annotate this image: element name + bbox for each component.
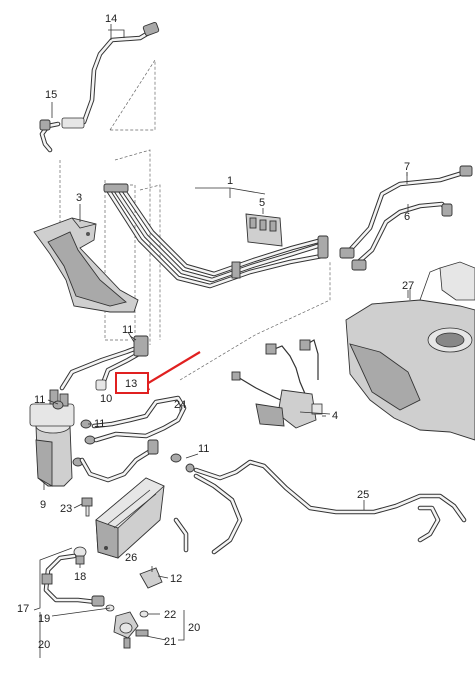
assembly-guides (59, 58, 331, 381)
part-9-fuel-filter (29, 389, 75, 487)
callout-3: 3 (76, 192, 82, 204)
part-25-line (173, 459, 467, 555)
callout-21: 21 (164, 636, 176, 648)
part-12-clip (139, 566, 163, 589)
part-10-hose (59, 331, 149, 391)
callout-17: 17 (17, 603, 29, 615)
part-3-heat-shield (33, 217, 139, 313)
part-15-connector (39, 117, 85, 153)
part-5-clip (245, 208, 283, 247)
highlight-13 (115, 351, 201, 394)
part-14-fuel-line (71, 22, 160, 127)
leader-lines (33, 24, 409, 658)
part-4-valve (231, 339, 326, 429)
part-27-fuel-tank (345, 261, 475, 441)
callout-13: 13 (125, 378, 137, 390)
callout-23: 23 (60, 503, 72, 515)
callout-26: 26 (125, 552, 137, 564)
callout-20-left: 20 (38, 639, 50, 651)
callout-1: 1 (227, 175, 233, 187)
callout-4: 4 (332, 410, 338, 422)
part-21-valve (113, 611, 149, 649)
callout-25: 25 (357, 489, 369, 501)
part-1-line-bundle (103, 183, 329, 289)
callout-22: 22 (164, 609, 176, 621)
callout-27: 27 (402, 280, 414, 292)
callout-10: 10 (100, 393, 112, 405)
callout-14: 14 (105, 13, 117, 25)
part-23-bolt (81, 497, 93, 517)
callout-labels: 14 15 3 1 5 7 6 27 11 10 11 11 13 24 11 … (17, 13, 414, 651)
callout-6: 6 (404, 211, 410, 223)
callout-15: 15 (45, 89, 57, 101)
callout-7: 7 (404, 161, 410, 173)
callout-11-left: 11 (34, 394, 45, 406)
callout-12: 12 (170, 573, 182, 585)
callout-18: 18 (74, 571, 86, 583)
callout-11-right: 11 (198, 443, 209, 455)
part-6-line (339, 201, 453, 271)
callout-11-upper: 11 (122, 324, 133, 336)
callout-19: 19 (38, 613, 50, 625)
callout-9: 9 (40, 499, 46, 511)
callout-24: 24 (174, 399, 186, 411)
callout-20-right: 20 (188, 622, 200, 634)
callout-5: 5 (259, 197, 265, 209)
part-17-hose (41, 553, 105, 607)
part-26-cooler (95, 477, 165, 559)
callout-11-mid: 11 (94, 418, 105, 430)
part-24-hose (79, 395, 187, 483)
